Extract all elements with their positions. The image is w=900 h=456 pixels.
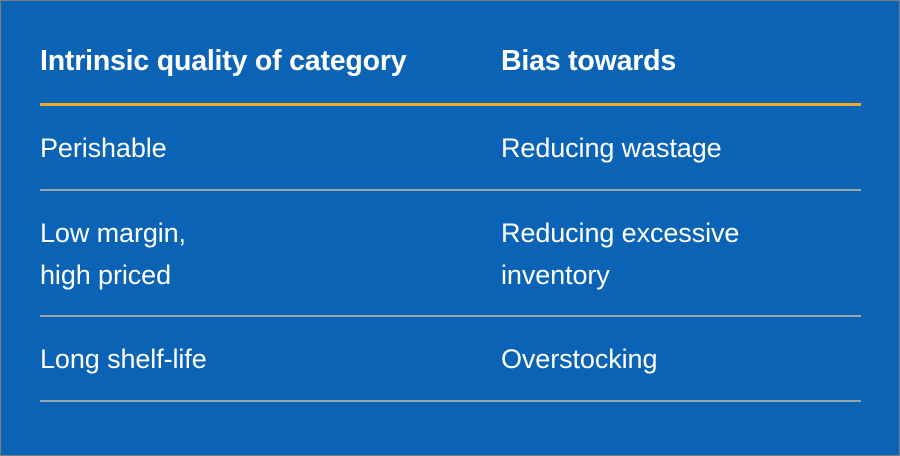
table-cell-intrinsic-quality: Long shelf-life [40,317,501,400]
table-cell-bias-towards: Reducing excessive inventory [501,191,861,315]
table-cell-intrinsic-quality: Low margin, high priced [40,191,501,315]
column-header-label-intrinsic-quality: Intrinsic quality of category [40,45,407,77]
table-header-cell-intrinsic-quality: Intrinsic quality of category [40,1,501,78]
table-row: Long shelf-life Overstocking [40,317,861,400]
table-header-cell-bias-towards: Bias towards [501,1,861,78]
cell-label-intrinsic-quality: Low margin, high priced [40,218,186,290]
column-header-label-bias-towards: Bias towards [501,45,676,77]
row-divider-rule [40,315,861,317]
cell-label-bias-towards: Reducing wastage [501,133,722,163]
table-row: Low margin, high priced Reducing excessi… [40,191,861,315]
cell-label-intrinsic-quality: Perishable [40,133,167,163]
cell-label-bias-towards: Reducing excessive inventory [501,218,740,290]
comparison-table: Intrinsic quality of category Bias towar… [40,1,861,402]
row-divider-rule [40,189,861,191]
table-row: Perishable Reducing wastage [40,106,861,189]
table-header-row: Intrinsic quality of category Bias towar… [40,1,861,103]
table-cell-bias-towards: Overstocking [501,317,861,400]
header-accent-rule [40,103,861,106]
row-divider-rule [40,400,861,402]
table-cell-intrinsic-quality: Perishable [40,106,501,189]
table-cell-bias-towards: Reducing wastage [501,106,861,189]
cell-label-intrinsic-quality: Long shelf-life [40,344,207,374]
cell-label-bias-towards: Overstocking [501,344,658,374]
